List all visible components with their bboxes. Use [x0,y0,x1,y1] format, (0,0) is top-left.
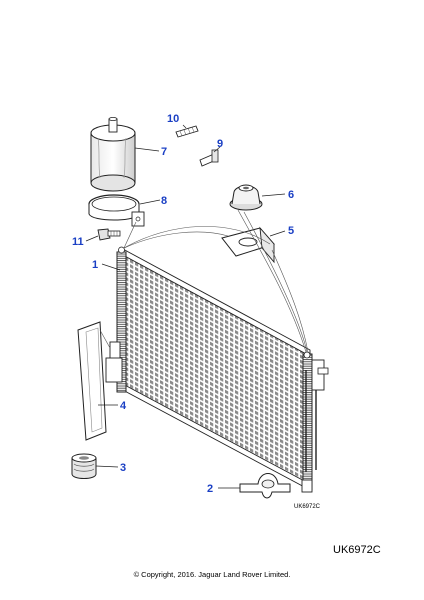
right-top-mount [303,351,311,359]
figure-id: UK6972C [333,544,381,556]
callout-3: 3 [120,462,126,474]
callout-10: 10 [167,113,179,125]
rubber-mount [229,184,263,211]
pin [199,149,219,167]
condenser-core [123,251,309,487]
pipe-fitting [311,359,325,391]
callout-6: 6 [288,189,294,201]
right-header-tank [302,353,313,491]
right-foot [301,479,313,493]
left-bracket-upper [109,341,121,361]
callout-5: 5 [288,225,294,237]
callouts: 1 2 3 4 5 6 7 8 9 10 11 [72,113,294,495]
callout-9: 9 [217,138,223,150]
bump-stop [71,453,97,479]
lower-bracket [239,473,291,499]
left-bracket-lower [105,357,123,383]
pipe-flange [317,367,329,375]
receiver-drier [90,117,136,192]
leader-lines [85,124,286,489]
air-deflector [77,321,111,441]
assembly-lines [123,209,309,353]
drier-clamp [88,194,145,227]
callout-2: 2 [207,483,213,495]
bolt [97,228,121,241]
stud [175,125,199,138]
callout-4: 4 [120,400,127,412]
upper-bracket [221,226,275,264]
image-code: UK6972C [294,504,321,510]
callout-1: 1 [92,259,98,271]
callout-8: 8 [161,195,167,207]
callout-7: 7 [161,146,167,158]
callout-11: 11 [72,236,84,248]
left-top-mount [118,246,125,254]
condenser [105,246,329,493]
copyright: © Copyright, 2016. Jaguar Land Rover Lim… [133,570,291,579]
